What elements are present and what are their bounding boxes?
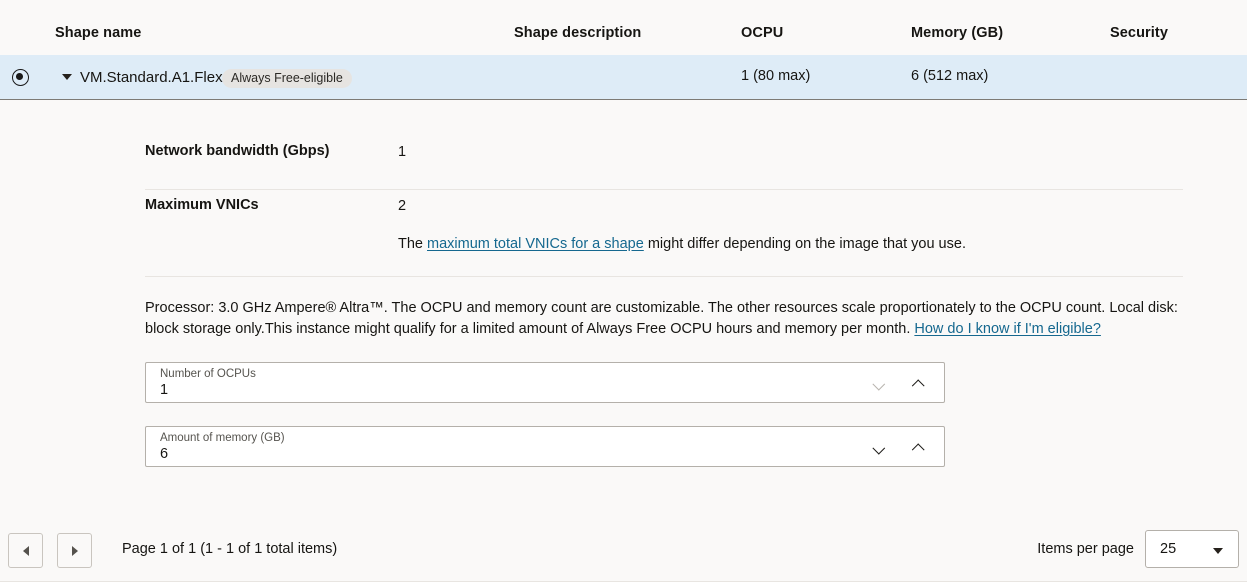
spec-label: Maximum VNICs [145, 197, 259, 213]
spec-row-maximum-vnics: Maximum VNICs 2 The maximum total VNICs … [145, 189, 1183, 277]
eligibility-help-link[interactable]: How do I know if I'm eligible? [914, 321, 1101, 337]
status-badge: Always Free-eligible [222, 69, 352, 88]
shape-description-paragraph: Processor: 3.0 GHz Ampere® Altra™. The O… [145, 298, 1185, 340]
shape-name-label: VM.Standard.A1.Flex [80, 69, 223, 86]
chevron-right-icon [71, 545, 78, 556]
chevron-down-icon[interactable] [870, 438, 888, 456]
cell-ocpu: 1 (80 max) [741, 68, 811, 84]
chevron-up-icon[interactable] [908, 377, 926, 395]
spec-label: Network bandwidth (Gbps) [145, 143, 330, 159]
ocpu-count-label: Number of OCPUs [160, 368, 256, 380]
table-row[interactable]: VM.Standard.A1.Flex [0, 55, 1247, 100]
chevron-down-icon [1213, 548, 1223, 554]
memory-amount-stepper[interactable]: Amount of memory (GB) 6 [145, 426, 945, 467]
spec-row-network-bandwidth: Network bandwidth (Gbps) 1 [145, 135, 1183, 190]
memory-amount-label: Amount of memory (GB) [160, 432, 285, 444]
column-header-security: Security [1110, 25, 1169, 41]
column-header-ocpu: OCPU [741, 25, 784, 41]
memory-amount-value[interactable]: 6 [160, 446, 169, 462]
items-per-page-label: Items per page [1037, 541, 1134, 557]
column-header-memory: Memory (GB) [911, 25, 1004, 41]
pagination-footer: Page 1 of 1 (1 - 1 of 1 total items) Ite… [0, 515, 1247, 582]
chevron-left-icon [22, 545, 29, 556]
items-per-page-value: 25 [1160, 541, 1177, 557]
next-page-button[interactable] [57, 533, 92, 568]
ocpu-count-stepper[interactable]: Number of OCPUs 1 [145, 362, 945, 403]
column-header-shape-name: Shape name [55, 25, 142, 41]
page-info-label: Page 1 of 1 (1 - 1 of 1 total items) [122, 541, 338, 557]
shape-radio-selected[interactable] [12, 69, 29, 86]
chevron-down-icon[interactable] [870, 374, 888, 392]
previous-page-button[interactable] [8, 533, 43, 568]
chevron-down-icon[interactable] [62, 74, 72, 80]
table-header-row: Shape name Shape description OCPU Memory… [0, 0, 1247, 56]
shape-description-text: Processor: 3.0 GHz Ampere® Altra™. The O… [145, 300, 1178, 337]
vnic-note: The maximum total VNICs for a shape migh… [398, 236, 966, 252]
vnic-note-before: The [398, 236, 428, 252]
chevron-up-icon[interactable] [908, 441, 926, 459]
items-per-page-select[interactable]: 25 [1145, 530, 1239, 568]
spec-value: 2 [398, 198, 407, 214]
cell-memory: 6 (512 max) [911, 68, 989, 84]
column-header-shape-description: Shape description [514, 25, 642, 41]
vnic-doc-link[interactable]: maximum total VNICs for a shape [427, 236, 644, 252]
ocpu-count-value[interactable]: 1 [160, 382, 169, 398]
spec-value: 1 [398, 144, 407, 160]
shape-detail-panel: Network bandwidth (Gbps) 1 Maximum VNICs… [0, 100, 1247, 515]
vnic-note-after: might differ depending on the image that… [643, 236, 966, 252]
